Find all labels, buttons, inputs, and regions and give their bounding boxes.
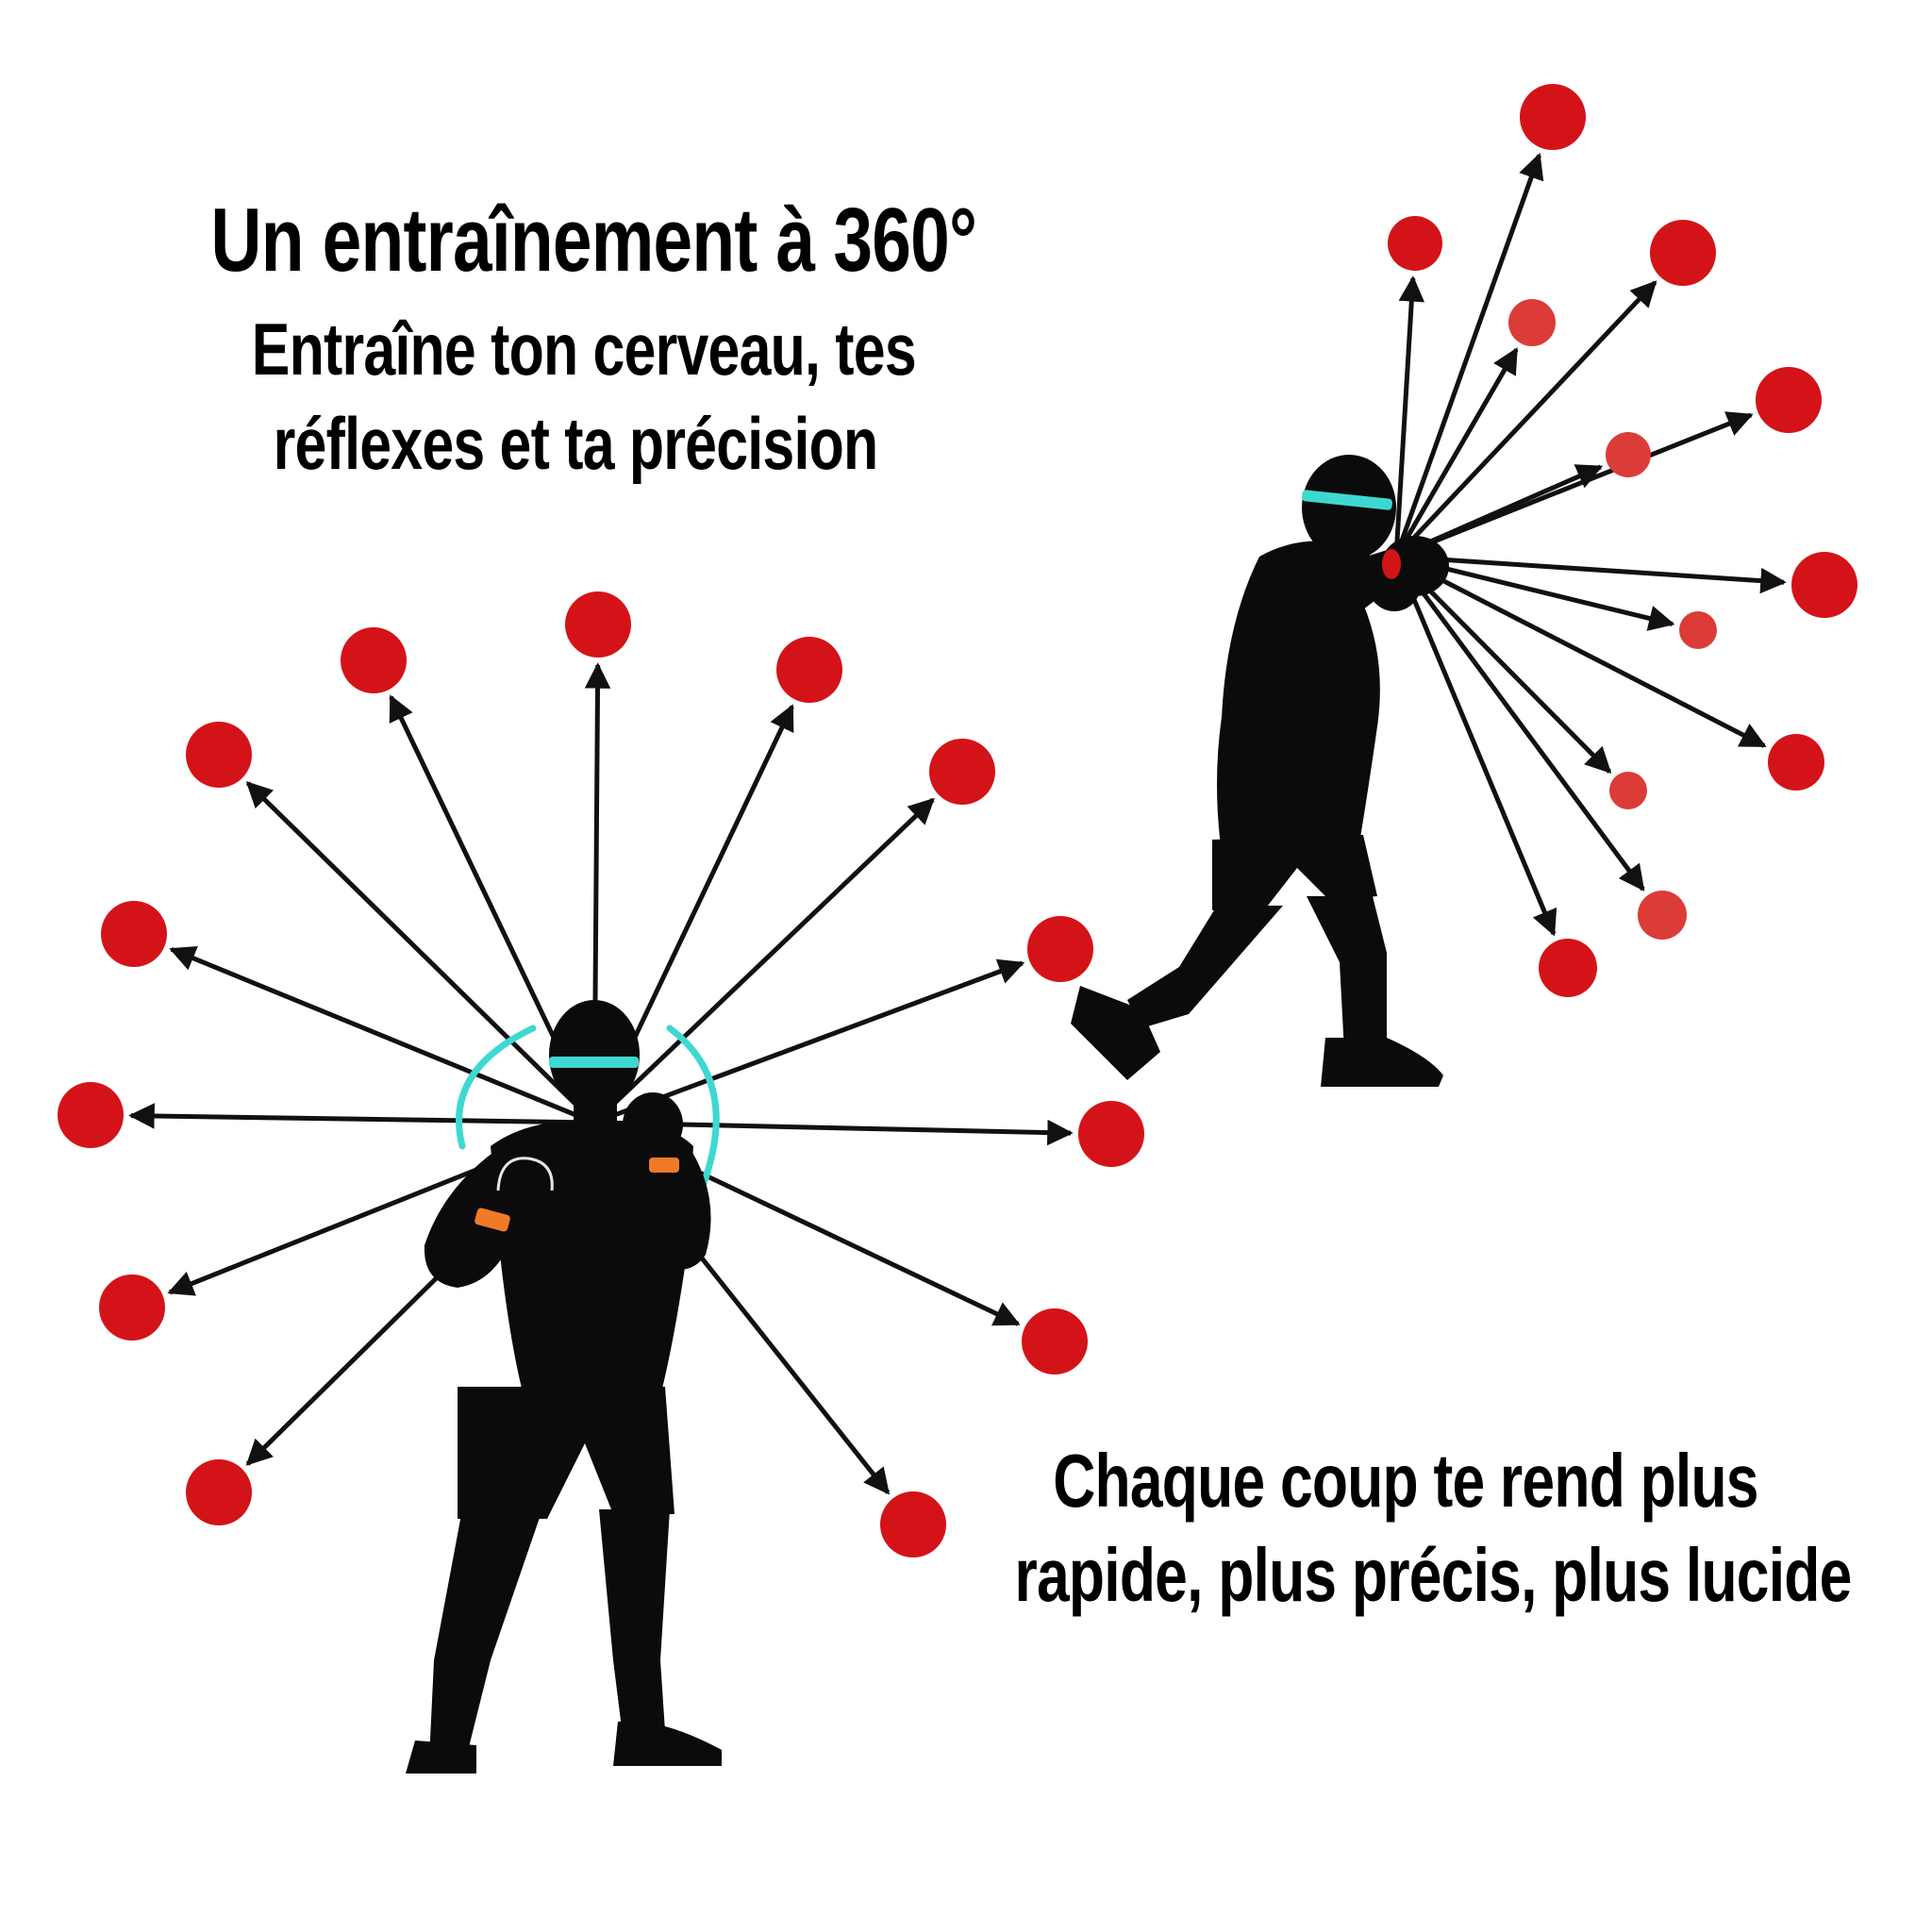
right-reflex-ball <box>1388 216 1442 271</box>
left-arrow <box>592 797 935 1124</box>
headline: Un entraînement à 360° <box>210 190 977 291</box>
right-arrow <box>1394 555 1612 774</box>
left-reflex-ball <box>929 739 995 805</box>
left-reflex-ball <box>58 1082 124 1148</box>
right-arrow <box>1393 556 1557 937</box>
right-wristband <box>649 1158 679 1173</box>
right-arrow <box>1393 555 1645 891</box>
right-arrow <box>1395 554 1787 594</box>
right-motion-arc <box>666 1024 720 1202</box>
right-boxer-silhouette <box>1071 455 1449 1087</box>
right-reflex-ball <box>1539 939 1597 997</box>
tagline-line-1: Chaque coup te rend plus <box>1053 1439 1758 1523</box>
left-reflex-ball <box>1078 1101 1144 1167</box>
right-arrow <box>1394 554 1767 748</box>
right-reflex-ball <box>1768 734 1824 791</box>
left-boxer <box>58 591 1144 1774</box>
left-reflex-ball <box>880 1491 946 1557</box>
left-boxer-silhouette <box>406 1000 722 1774</box>
left-reflex-ball <box>186 1459 252 1525</box>
left-wristband <box>475 1208 510 1232</box>
right-reflex-ball <box>1791 552 1857 618</box>
left-boxer-headband <box>549 1057 639 1068</box>
right-reflex-ball <box>1508 299 1556 346</box>
right-arrow <box>1393 347 1519 558</box>
right-arrow <box>1393 152 1544 558</box>
left-arrow <box>245 781 596 1124</box>
tagline-line-2: rapide, plus précis, plus lucide <box>1014 1533 1853 1617</box>
right-boxer-reflex-balls <box>1388 84 1857 997</box>
right-reflex-ball <box>1520 84 1586 150</box>
left-arrow <box>128 1103 595 1129</box>
right-reflex-ball <box>1609 772 1647 809</box>
left-reflex-ball <box>341 627 407 693</box>
right-reflex-ball <box>1638 891 1687 940</box>
right-reflex-ball <box>1650 220 1716 286</box>
right-arrow <box>1393 275 1425 558</box>
subheadline-line-2: réflexes et ta précision <box>273 402 878 485</box>
right-boxer-headband <box>1302 490 1392 510</box>
left-reflex-ball <box>101 901 167 967</box>
subheadline-line-1: Entraîne ton cerveau, tes <box>251 308 917 391</box>
left-reflex-ball <box>186 722 252 788</box>
right-arrow <box>1395 411 1754 559</box>
left-reflex-ball <box>1022 1308 1088 1374</box>
right-arrow <box>1394 280 1657 558</box>
right-boxer-glove-accent <box>1382 549 1401 579</box>
left-reflex-ball <box>1027 916 1093 982</box>
right-reflex-ball <box>1756 367 1822 433</box>
left-boxer-reflex-balls <box>58 591 1144 1557</box>
left-reflex-ball <box>565 591 631 658</box>
left-glove-outline <box>496 1157 554 1191</box>
right-reflex-ball <box>1679 611 1717 649</box>
left-motion-arc <box>456 1024 537 1150</box>
left-reflex-ball <box>776 637 842 703</box>
left-reflex-ball <box>99 1274 165 1341</box>
left-arrow <box>169 945 595 1125</box>
right-boxer <box>1071 84 1857 1087</box>
right-reflex-ball <box>1606 432 1651 477</box>
